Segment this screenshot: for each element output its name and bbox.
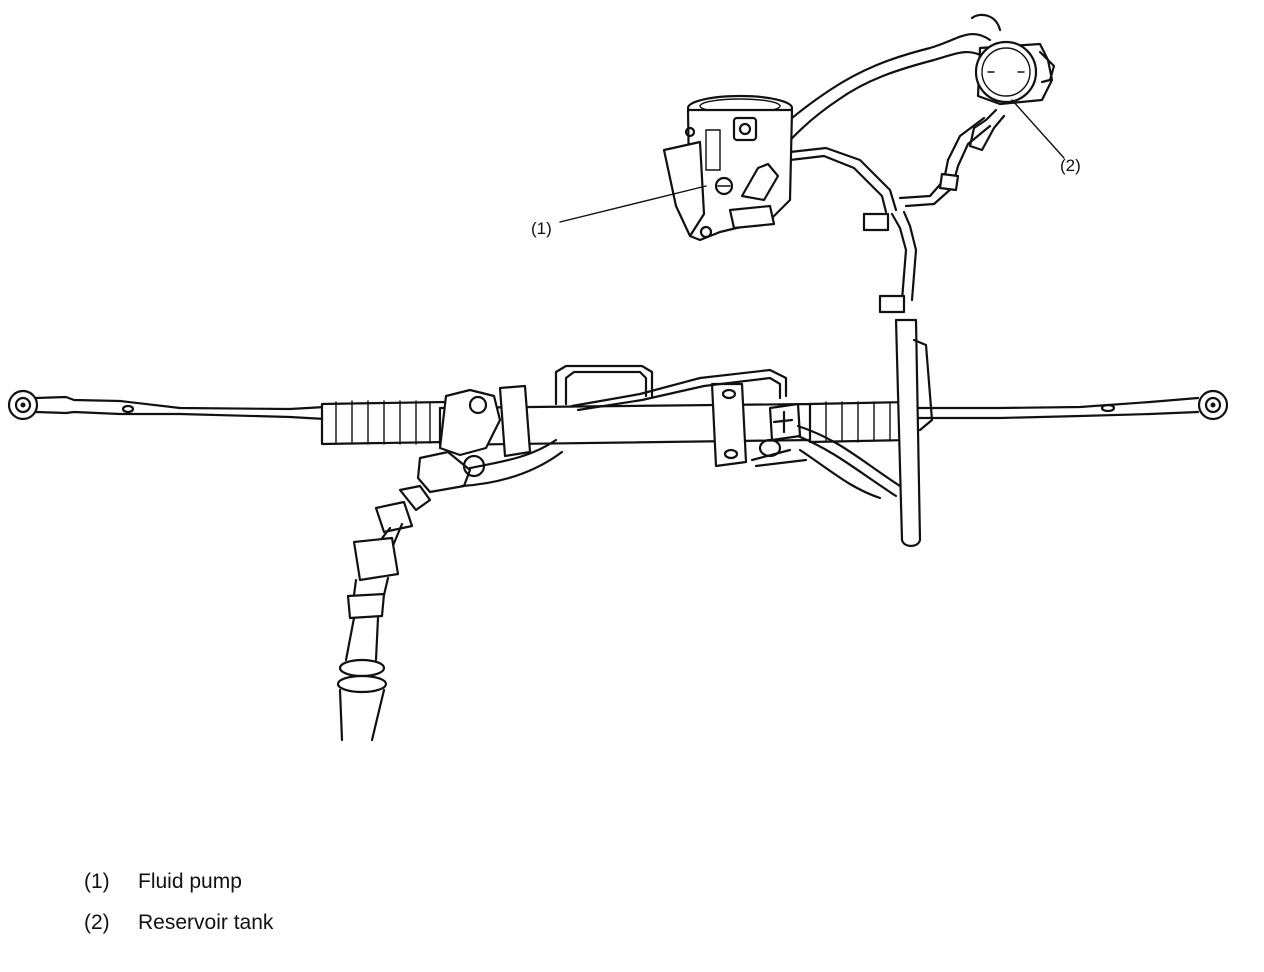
callout-leader-pump bbox=[559, 185, 707, 223]
left-boot bbox=[320, 400, 448, 446]
right-tie-rod bbox=[908, 389, 1229, 421]
callout-leader-reservoir bbox=[1011, 99, 1065, 159]
callout-label-pump: (1) bbox=[531, 219, 552, 238]
pump-lines bbox=[742, 13, 1006, 214]
rack-housing bbox=[416, 364, 814, 494]
rack-hoses bbox=[796, 424, 902, 500]
callout-label-reservoir: (2) bbox=[1060, 156, 1081, 175]
legend-text: Reservoir tank bbox=[138, 911, 274, 934]
legend-item-2: (2) Reservoir tank bbox=[84, 911, 273, 935]
steering-shaft bbox=[336, 484, 432, 742]
legend-num: (1) bbox=[84, 870, 110, 893]
legend-text: Fluid pump bbox=[138, 870, 242, 893]
cooler-pipe bbox=[862, 210, 934, 548]
reservoir-tank bbox=[974, 40, 1056, 106]
fluid-pump bbox=[662, 94, 794, 242]
legend-item-1: (1) Fluid pump bbox=[84, 870, 242, 894]
left-tie-rod bbox=[7, 389, 327, 421]
legend-num: (2) bbox=[84, 911, 110, 934]
